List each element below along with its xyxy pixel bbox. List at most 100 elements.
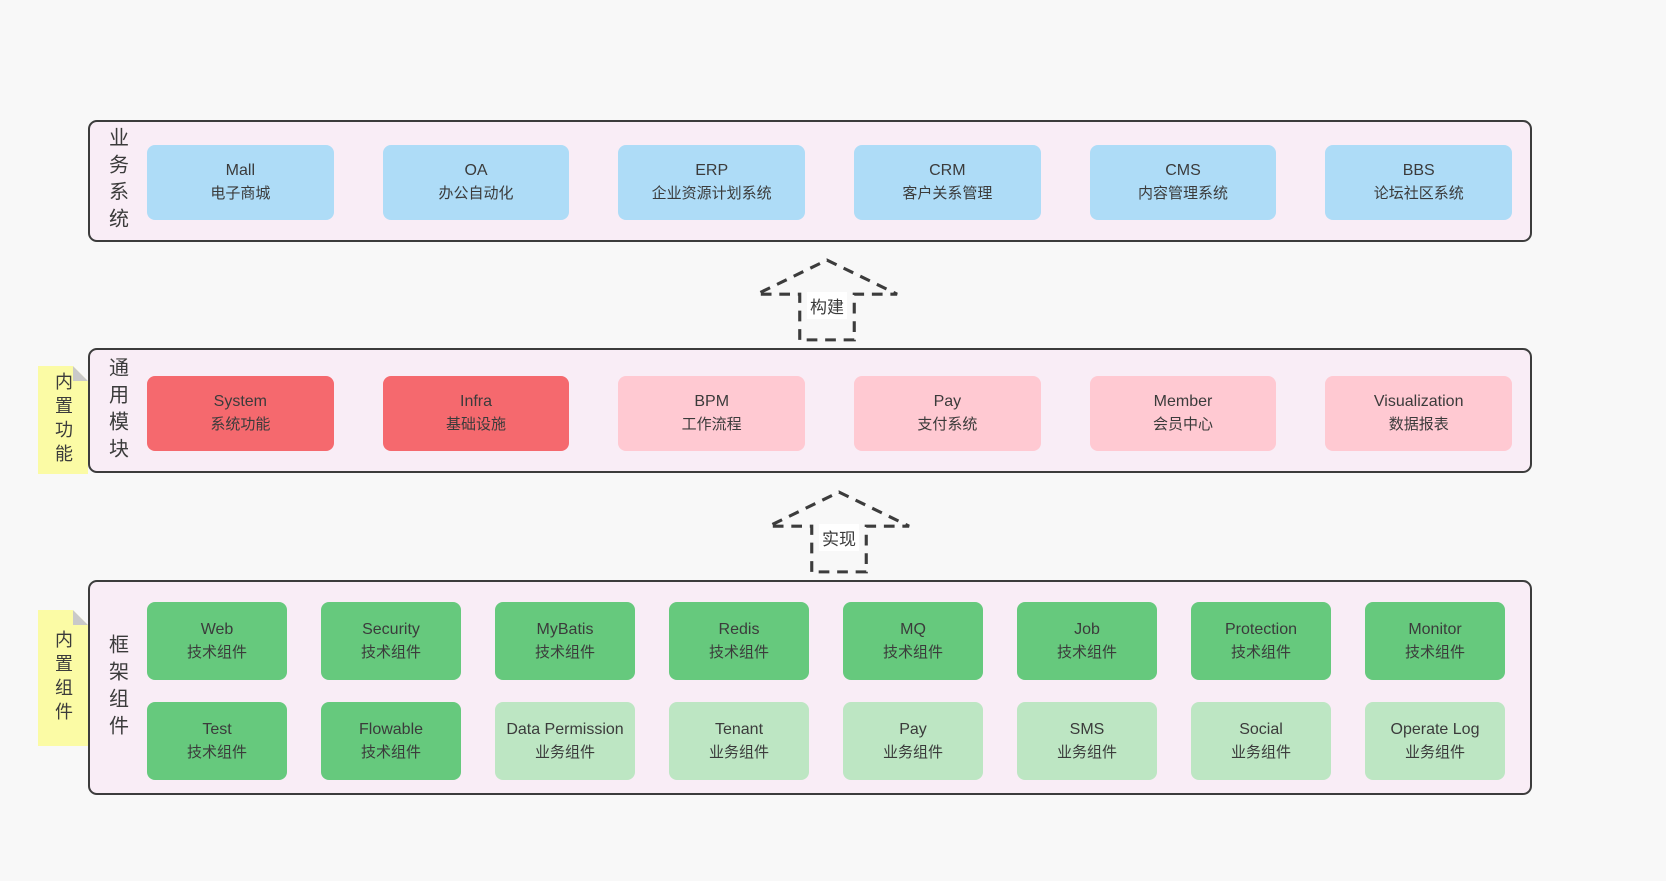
box-mall: Mall 电子商城 [147, 145, 334, 220]
box-title: ERP [695, 162, 729, 180]
box-operate-log: Operate Log 业务组件 [1365, 702, 1505, 780]
box-title: MQ [900, 620, 926, 638]
box-infra: Infra 基础设施 [382, 376, 570, 451]
box-bpm: BPM 工作流程 [618, 376, 806, 451]
box-subtitle: 会员中心 [1153, 416, 1214, 434]
box-title: SMS [1069, 720, 1105, 738]
box-test: Test 技术组件 [147, 702, 287, 780]
box-title: Social [1239, 720, 1283, 738]
box-erp: ERP 企业资源计划系统 [618, 145, 806, 220]
box-title: Redis [718, 620, 760, 638]
box-subtitle: 系统功能 [210, 416, 271, 434]
box-subtitle: 技术组件 [360, 643, 421, 661]
box-title: Web [200, 620, 234, 638]
box-subtitle: 技术组件 [1056, 643, 1117, 661]
box-job: Job 技术组件 [1017, 602, 1157, 680]
box-subtitle: 业务组件 [1056, 743, 1117, 761]
box-sms: SMS 业务组件 [1017, 702, 1157, 780]
box-title: Mall [225, 162, 255, 180]
box-subtitle: 工作流程 [681, 416, 742, 434]
box-title: MyBatis [536, 620, 594, 638]
box-subtitle: 电子商城 [210, 185, 271, 203]
box-title: Data Permission [506, 720, 624, 738]
box-member: Member 会员中心 [1089, 376, 1277, 451]
box-title: Security [362, 620, 420, 638]
box-title: Operate Log [1390, 720, 1480, 738]
box-subtitle: 业务组件 [708, 743, 769, 761]
box-subtitle: 论坛社区系统 [1373, 185, 1464, 203]
box-subtitle: 技术组件 [186, 743, 247, 761]
box-title: CMS [1165, 162, 1201, 180]
box-title: BPM [694, 393, 730, 411]
section-common-modules-label: 通用模块 [105, 356, 128, 465]
box-title: Visualization [1373, 393, 1464, 411]
box-title: System [213, 393, 267, 411]
box-title: CRM [929, 162, 966, 180]
box-subtitle: 技术组件 [708, 643, 769, 661]
box-security: Security 技术组件 [321, 602, 461, 680]
box-subtitle: 数据报表 [1388, 416, 1449, 434]
builtin-components-note-label: 内置组件 [53, 630, 73, 726]
box-subtitle: 办公自动化 [438, 185, 514, 203]
box-title: Pay [933, 393, 962, 411]
section-common-modules: 通用模块 System 系统功能 Infra 基础设施 BPM 工作流程 Pay 支付系统 Me… [88, 348, 1532, 473]
box-title: OA [464, 162, 488, 180]
builtin-features-note: 内置功能 [38, 366, 88, 474]
box-crm: CRM 客户关系管理 [854, 145, 1041, 220]
box-title: Flowable [358, 720, 424, 738]
box-subtitle: 支付系统 [917, 416, 978, 434]
box-subtitle: 业务组件 [534, 743, 595, 761]
builtin-features-note-label: 内置功能 [53, 372, 73, 468]
box-visualization: Visualization 数据报表 [1325, 376, 1513, 451]
box-subtitle: 技术组件 [1404, 643, 1465, 661]
box-subtitle: 技术组件 [534, 643, 595, 661]
box-flowable: Flowable 技术组件 [321, 702, 461, 780]
box-bbs: BBS 论坛社区系统 [1325, 145, 1513, 220]
section-business-systems: 业务系统 Mall 电子商城 OA 办公自动化 ERP 企业资源计划系统 CRM 客户关系管理… [88, 120, 1532, 242]
box-subtitle: 技术组件 [1230, 643, 1291, 661]
box-redis: Redis 技术组件 [669, 602, 809, 680]
dashed-up-arrow-icon [768, 490, 910, 574]
box-title: Monitor [1408, 620, 1462, 638]
box-data-permission: Data Permission 业务组件 [495, 702, 635, 780]
box-title: Tenant [714, 720, 764, 738]
box-social: Social 业务组件 [1191, 702, 1331, 780]
section-framework-components-label: 框架组件 [105, 633, 128, 742]
box-system: System 系统功能 [147, 376, 334, 451]
build-arrow-label: 构建 [807, 292, 847, 319]
box-title: Job [1074, 620, 1100, 638]
box-title: Member [1153, 393, 1213, 411]
box-subtitle: 业务组件 [1404, 743, 1465, 761]
box-title: Infra [460, 393, 493, 411]
box-protection: Protection 技术组件 [1191, 602, 1331, 680]
box-mybatis: MyBatis 技术组件 [495, 602, 635, 680]
box-subtitle: 内容管理系统 [1138, 185, 1229, 203]
box-tenant: Tenant 业务组件 [669, 702, 809, 780]
builtin-components-note: 内置组件 [38, 610, 88, 746]
box-cms: CMS 内容管理系统 [1089, 145, 1277, 220]
box-subtitle: 客户关系管理 [902, 185, 993, 203]
box-subtitle: 技术组件 [186, 643, 247, 661]
box-title: Test [202, 720, 232, 738]
box-subtitle: 企业资源计划系统 [651, 185, 772, 203]
box-title: BBS [1402, 162, 1435, 180]
box-oa: OA 办公自动化 [382, 145, 570, 220]
box-title: Protection [1224, 620, 1298, 638]
box-mq: MQ 技术组件 [843, 602, 983, 680]
business-systems-row: Mall 电子商城 OA 办公自动化 ERP 企业资源计划系统 CRM 客户关系管理 CMS 内容… [147, 145, 1513, 220]
box-subtitle: 技术组件 [360, 743, 421, 761]
implement-arrow: 实现 [766, 487, 912, 575]
box-subtitle: 基础设施 [446, 416, 507, 434]
box-pay: Pay 支付系统 [854, 376, 1041, 451]
common-modules-row: System 系统功能 Infra 基础设施 BPM 工作流程 Pay 支付系统 Member 会… [147, 376, 1513, 451]
box-title: Pay [899, 720, 927, 738]
section-business-systems-label: 业务系统 [105, 127, 128, 235]
implement-arrow-label: 实现 [819, 524, 859, 551]
box-subtitle: 业务组件 [1230, 743, 1291, 761]
box-subtitle: 技术组件 [882, 643, 943, 661]
